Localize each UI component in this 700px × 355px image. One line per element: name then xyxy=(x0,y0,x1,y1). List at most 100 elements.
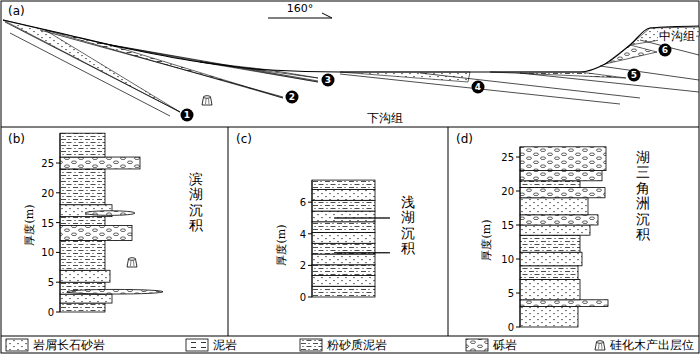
axis-tick xyxy=(56,163,60,164)
panel-divider xyxy=(1,336,699,337)
wood-grain xyxy=(206,99,210,104)
wood-top xyxy=(597,341,604,344)
wood-top xyxy=(204,96,211,99)
axis-tick xyxy=(56,192,60,193)
legend-swatch xyxy=(466,339,488,351)
cross-section xyxy=(3,13,699,116)
tick-label: 6 xyxy=(300,197,306,208)
axis-tick xyxy=(56,252,60,253)
tick-label: 10 xyxy=(41,247,54,258)
lithology-layer xyxy=(312,254,375,265)
axis-tick xyxy=(56,282,60,283)
lithology-layer xyxy=(520,147,606,171)
formation-name: 中沟组 xyxy=(658,30,696,43)
axis-tick xyxy=(308,202,312,203)
lithology-layer xyxy=(60,240,105,270)
lens xyxy=(85,211,135,216)
lithology-layer xyxy=(60,169,105,205)
lithology-layer xyxy=(312,222,375,233)
tick-label: 2 xyxy=(300,260,306,271)
lithology-layer xyxy=(60,217,105,226)
axis-title: 厚度(m) xyxy=(24,204,36,245)
wood-symbol xyxy=(595,341,605,350)
axis-tick xyxy=(308,233,312,234)
panel-letter: (a) xyxy=(8,5,25,18)
facies-label: 湖三角洲沉积 xyxy=(636,150,650,242)
lithology-layer xyxy=(520,225,590,235)
tick-label: 4 xyxy=(300,229,306,240)
formation-name: 下沟组 xyxy=(366,112,404,125)
lithology-layer xyxy=(520,307,578,327)
tick-label: 0 xyxy=(300,292,306,303)
strata-line xyxy=(340,74,620,104)
facies-label: 浅湖沉积 xyxy=(401,195,415,257)
legend-swatch xyxy=(186,339,208,351)
lithology-layer xyxy=(520,279,580,299)
tick-label: 15 xyxy=(41,218,54,229)
lithology-layer xyxy=(60,270,110,282)
tick-label: 10 xyxy=(501,254,514,265)
facies-label: 滨湖沉积 xyxy=(189,172,203,234)
callout-number: 4 xyxy=(472,81,485,94)
lithology-layer xyxy=(60,226,132,241)
tick-label: 25 xyxy=(41,158,54,169)
legend-label: 砾岩 xyxy=(493,339,517,352)
callout-number: 1 xyxy=(181,109,194,122)
lithology-layer xyxy=(312,180,375,189)
lithology-layer xyxy=(60,157,140,169)
lithology-layer xyxy=(520,252,582,266)
axis-tick xyxy=(516,157,520,158)
panel-letter: (d) xyxy=(456,133,473,146)
lithology-layer xyxy=(312,211,375,222)
axis-tick xyxy=(308,297,312,298)
strata-band xyxy=(3,20,180,112)
strata-line xyxy=(40,30,283,97)
lithology-layer xyxy=(520,198,588,215)
section-column xyxy=(308,180,390,297)
callout-number: 2 xyxy=(286,91,299,104)
strata-line xyxy=(420,73,640,98)
lithology-layer xyxy=(312,233,375,244)
tick-label: 0 xyxy=(48,307,54,318)
lithology-layer xyxy=(312,286,375,297)
direction-label: 160° xyxy=(286,3,315,15)
axis-title: 厚度(m) xyxy=(481,219,493,260)
lithology-layer xyxy=(312,265,375,276)
lens xyxy=(334,252,390,253)
lithology-layer xyxy=(312,190,375,201)
lithology-layer xyxy=(520,181,580,188)
axis-tick xyxy=(516,191,520,192)
legend-sample xyxy=(466,339,488,351)
panel-divider xyxy=(228,127,229,336)
lithology-layer xyxy=(60,303,105,312)
tick-label: 25 xyxy=(501,152,514,163)
lithology-layer xyxy=(520,215,598,225)
callout-number: 6 xyxy=(659,44,672,57)
axis-tick xyxy=(516,225,520,226)
lithology-layer xyxy=(60,133,105,157)
strata-band xyxy=(630,27,699,45)
tick-label: 5 xyxy=(48,277,54,288)
callout-number: 3 xyxy=(322,74,335,87)
lithology-layer xyxy=(520,188,605,198)
axis-tick xyxy=(56,312,60,313)
lithology-layer xyxy=(520,266,578,280)
callout-number: 5 xyxy=(628,69,641,82)
axis-title: 厚度(m) xyxy=(276,224,288,265)
legend-sample xyxy=(300,339,322,351)
tick-label: 20 xyxy=(41,188,54,199)
axis-tick xyxy=(56,222,60,223)
lens xyxy=(67,289,163,294)
lithology-layer xyxy=(312,200,375,211)
strata-line xyxy=(600,66,699,80)
legend-label: 岩屑长石砂岩 xyxy=(33,339,105,352)
wood-symbol xyxy=(127,258,137,267)
wood-symbol xyxy=(202,96,212,105)
strata-line xyxy=(100,43,318,81)
tick-label: 15 xyxy=(501,220,514,231)
strata-band xyxy=(340,72,470,82)
